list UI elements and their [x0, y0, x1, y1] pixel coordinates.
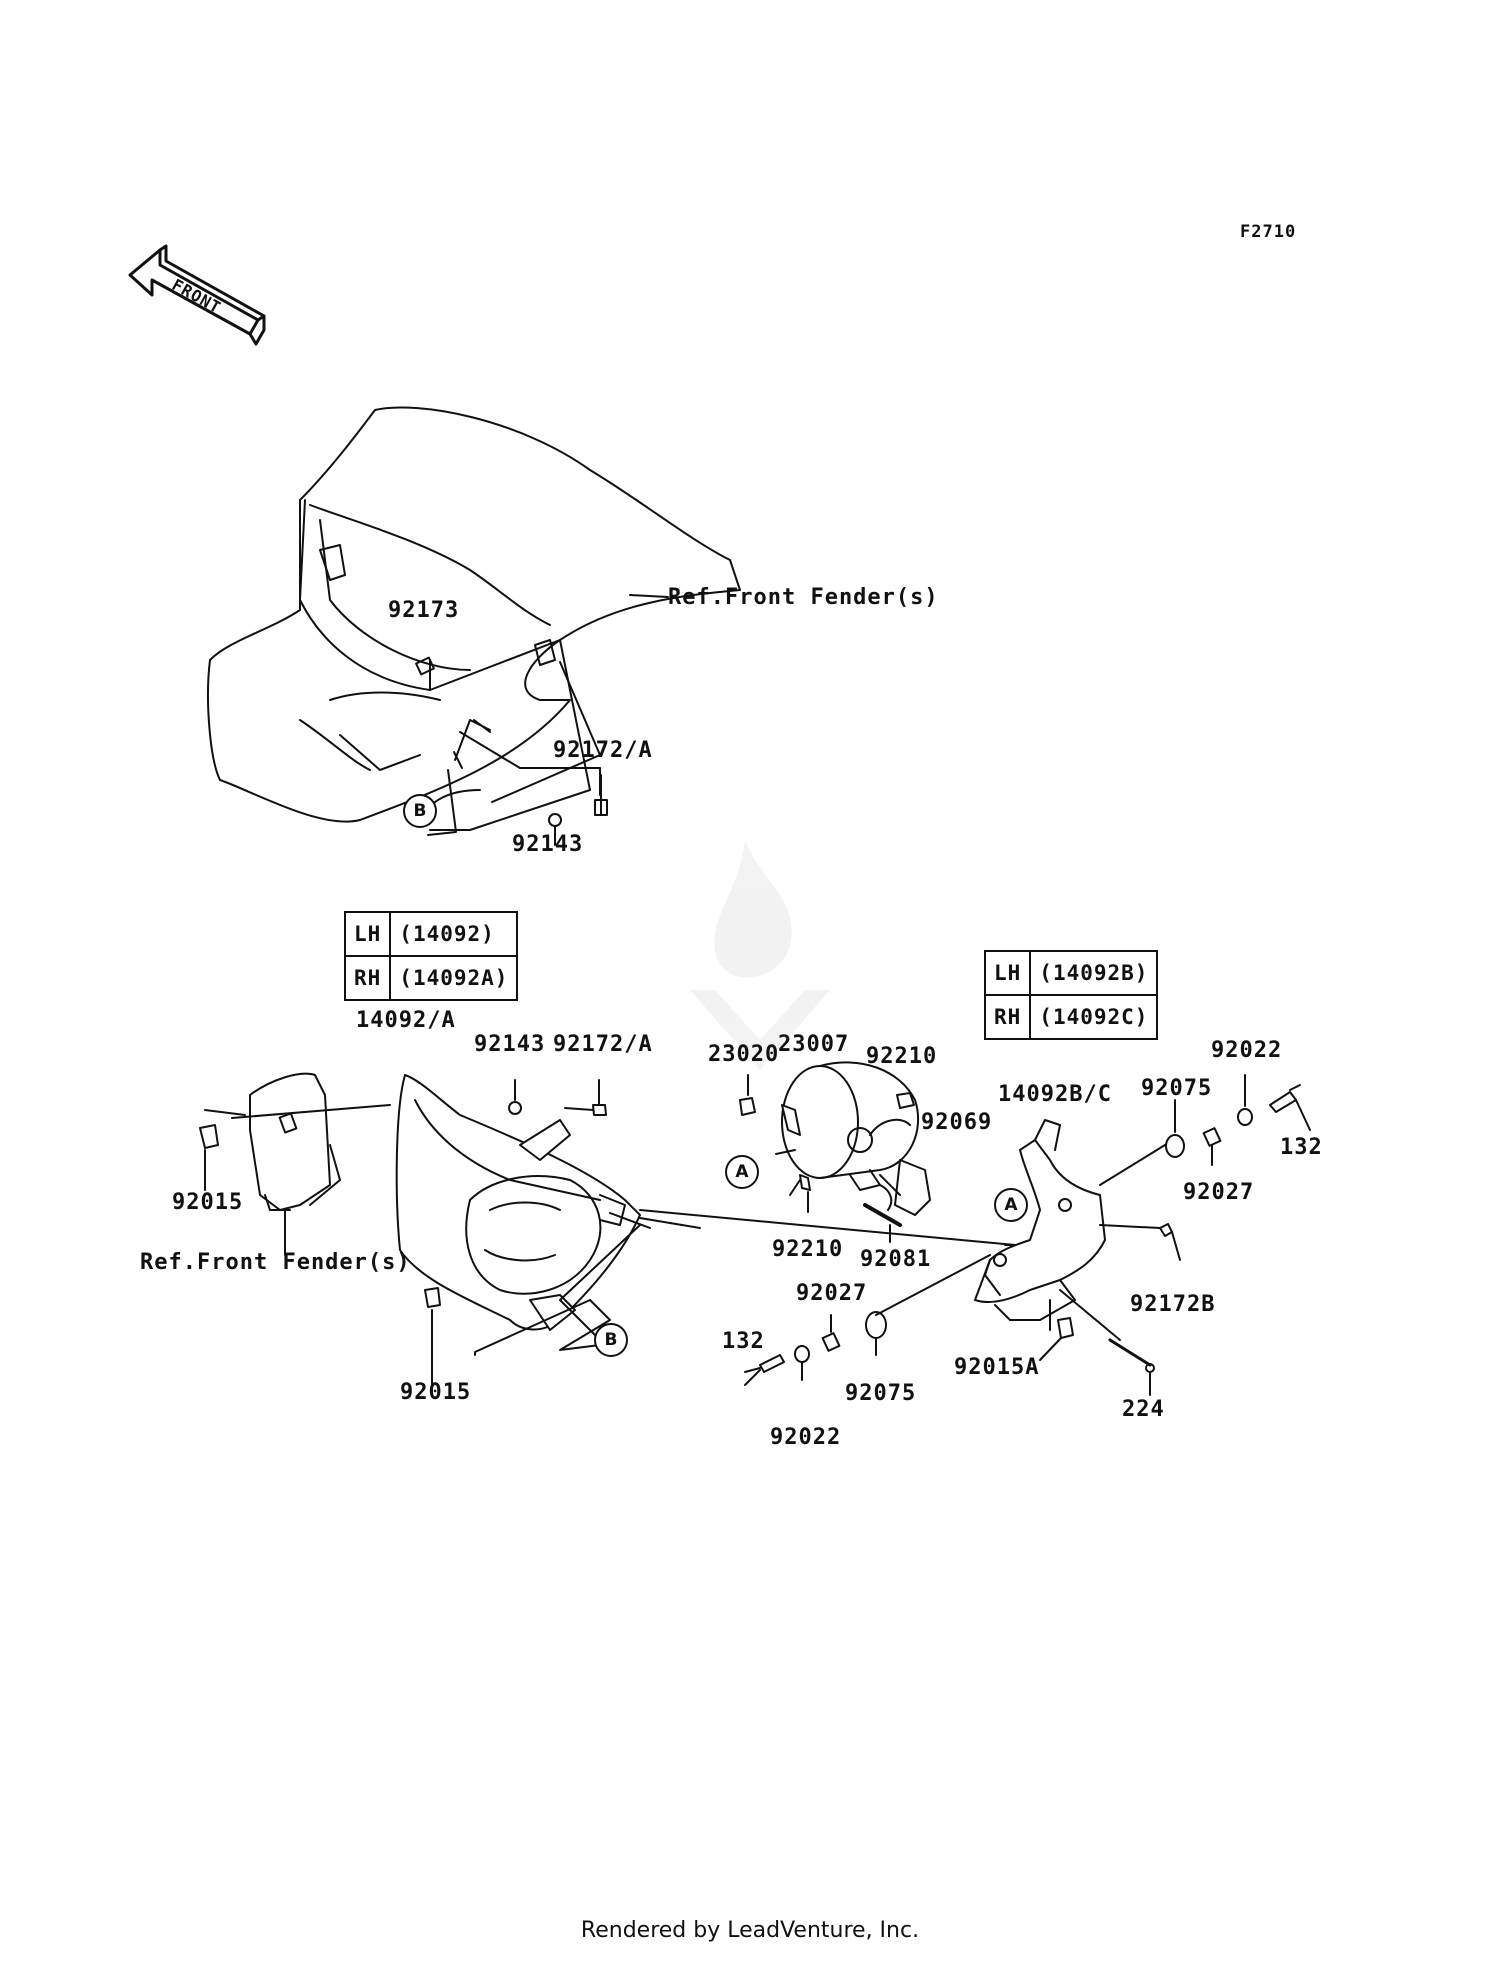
diagram-code: F2710 [1240, 222, 1297, 242]
part-label-92015-left[interactable]: 92015 [172, 1190, 244, 1215]
part-label-14092bc[interactable]: 14092B/C [998, 1082, 1112, 1107]
part-label-92015a[interactable]: 92015A [954, 1355, 1040, 1380]
part-label-92027-bottom[interactable]: 92027 [796, 1281, 868, 1306]
variant-part: (14092A) [389, 955, 519, 1001]
headlight-housing-drawing [395, 1074, 1016, 1341]
part-label-92210-bottom[interactable]: 92210 [772, 1237, 844, 1262]
variant-side: RH [983, 994, 1032, 1040]
variant-part: (14092) [389, 911, 519, 957]
watermark-logo-icon [690, 840, 830, 1070]
part-label-92015-bottom[interactable]: 92015 [400, 1380, 472, 1405]
part-label-92022-top[interactable]: 92022 [1211, 1038, 1283, 1063]
part-label-92075-top[interactable]: 92075 [1141, 1076, 1213, 1101]
left-bracket-drawing [199, 1072, 391, 1256]
part-label-132-left[interactable]: 132 [722, 1329, 765, 1354]
front-fender-drawing [207, 406, 741, 831]
part-label-14092a[interactable]: 14092/A [356, 1008, 456, 1033]
part-label-92173[interactable]: 92173 [388, 598, 460, 623]
part-label-23020[interactable]: 23020 [708, 1042, 780, 1067]
variant-side: RH [343, 955, 392, 1001]
variant-part: (14092B) [1029, 950, 1159, 996]
part-label-92022-bottom[interactable]: 92022 [770, 1425, 842, 1450]
part-label-92172a-top[interactable]: 92172/A [553, 738, 653, 763]
ref-front-fender-top: Ref.Front Fender(s) [668, 585, 939, 610]
right-bracket-drawing [974, 1119, 1166, 1341]
callout-b-bottom: B [594, 1323, 628, 1357]
part-label-92143-mid[interactable]: 92143 [474, 1032, 546, 1057]
part-label-92172b[interactable]: 92172B [1130, 1292, 1216, 1317]
variant-side: LH [343, 911, 392, 957]
part-label-92172a-mid[interactable]: 92172/A [553, 1032, 653, 1057]
front-arrow-icon [128, 244, 266, 346]
variant-part: (14092C) [1029, 994, 1159, 1040]
callout-b-top: B [403, 794, 437, 828]
part-label-92081[interactable]: 92081 [860, 1247, 932, 1272]
part-label-132-right[interactable]: 132 [1280, 1135, 1323, 1160]
part-label-224[interactable]: 224 [1122, 1397, 1165, 1422]
callout-a-right: A [994, 1188, 1028, 1222]
headlight-assembly-drawing [739, 1061, 931, 1243]
part-label-92210-top[interactable]: 92210 [866, 1044, 938, 1069]
ref-front-fender-left: Ref.Front Fender(s) [140, 1250, 411, 1275]
variant-table-14092: LH(14092) RH(14092A) [343, 911, 519, 1001]
variant-table-14092bc: LH(14092B) RH(14092C) [983, 950, 1159, 1040]
part-label-92143-top[interactable]: 92143 [512, 832, 584, 857]
part-label-92069[interactable]: 92069 [921, 1110, 993, 1135]
variant-side: LH [983, 950, 1032, 996]
part-label-92075-bottom[interactable]: 92075 [845, 1381, 917, 1406]
part-label-23007[interactable]: 23007 [778, 1032, 850, 1057]
part-label-92027-right[interactable]: 92027 [1183, 1180, 1255, 1205]
rendered-by-footer: Rendered by LeadVenture, Inc. [580, 1918, 920, 1943]
callout-a-left: A [725, 1155, 759, 1189]
